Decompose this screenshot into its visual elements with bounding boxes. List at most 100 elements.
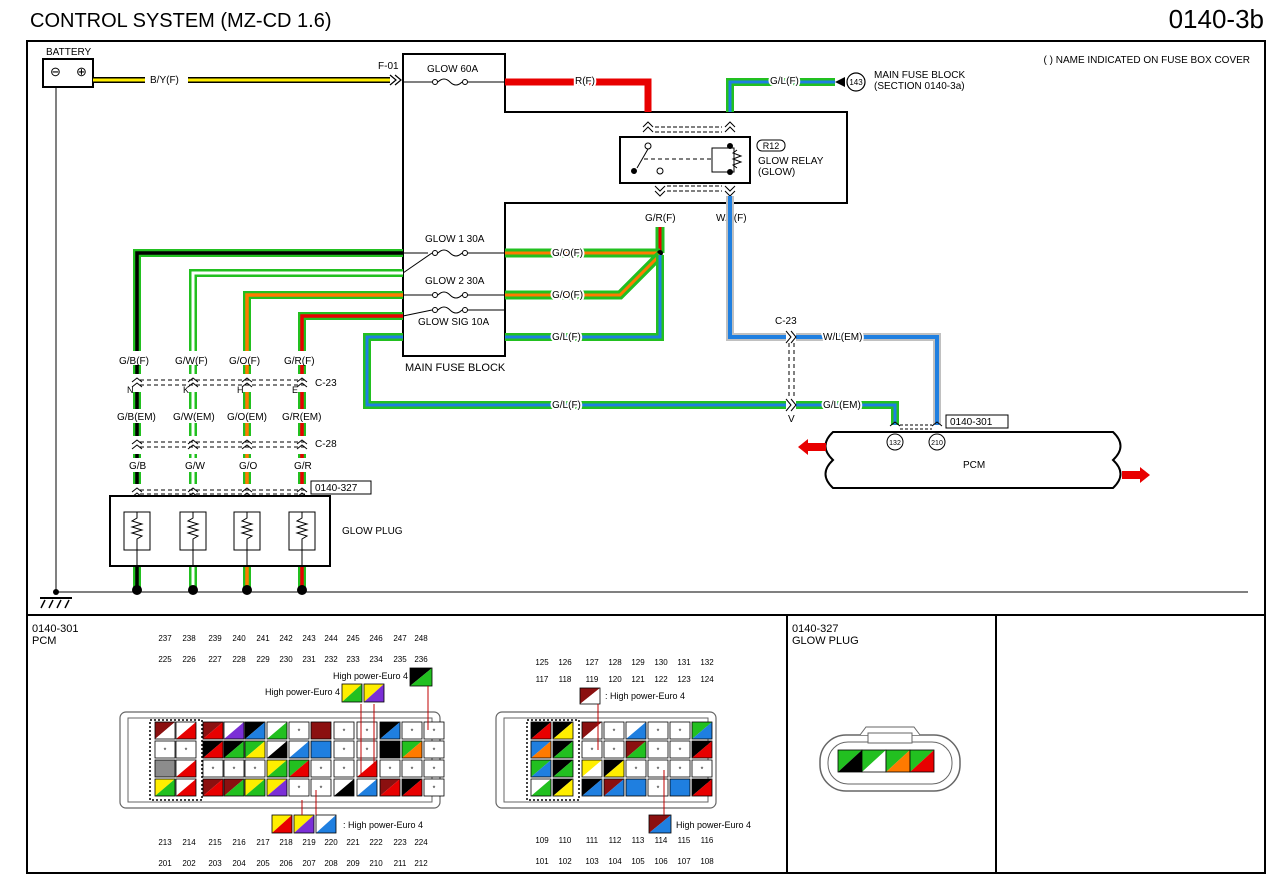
pcm-left-cell-1-6 (288, 740, 310, 759)
battery-neg-icon: ⊖ (50, 64, 61, 79)
glow-wire-label-em-2: G/O(EM) (227, 412, 267, 423)
pin-201: 201 (158, 859, 172, 868)
glow-wire-pin-0: N (127, 385, 134, 395)
pin-221: 221 (346, 838, 360, 847)
pcm-left-cell-3-12 (423, 778, 445, 797)
pin-132: 132 (700, 658, 714, 667)
go-wire-2 (505, 253, 662, 297)
svg-text:210: 210 (931, 440, 943, 447)
pin-241: 241 (256, 634, 270, 643)
hp-tile-e (648, 814, 672, 834)
hp-tile-d3 (315, 814, 337, 834)
pcm-right-cell-2-7 (691, 759, 713, 778)
pin-104: 104 (608, 857, 622, 866)
svg-text:*: * (657, 748, 660, 755)
pin-225: 225 (158, 655, 172, 664)
svg-text:*: * (635, 767, 638, 774)
pin-203: 203 (208, 859, 222, 868)
pcm-left-cell-0-0 (154, 721, 176, 740)
pin-246: 246 (369, 634, 383, 643)
pin-228: 228 (232, 655, 246, 664)
pin-230: 230 (279, 655, 293, 664)
pin-v: V (788, 414, 795, 425)
pcm-right-cell-2-5 (647, 759, 669, 778)
note-hp-euro4-b: High power-Euro 4 : (265, 687, 345, 697)
connector-327-icon (140, 489, 305, 495)
battery-pos-icon: ⊕ (76, 64, 87, 79)
battery-label: BATTERY (46, 47, 92, 58)
pin-125: 125 (535, 658, 549, 667)
main-fuse-ref-line1: MAIN FUSE BLOCK (874, 70, 965, 81)
svg-text:*: * (298, 729, 301, 736)
glow-wire-0 (135, 251, 403, 592)
glow-wire-label-plug-3: G/R (294, 461, 312, 472)
glow-wire-label-f-2: G/O(F) (229, 356, 260, 367)
glow-wire-label-em-1: G/W(EM) (173, 412, 215, 423)
pin-129: 129 (631, 658, 645, 667)
pin-115: 115 (678, 836, 691, 845)
pin-210-icon (928, 433, 946, 451)
pcm-connector-icon (889, 421, 943, 430)
pcm-left-cell-0-11 (401, 721, 423, 740)
pcm-right-cell-1-7 (691, 740, 713, 759)
pcm-left-cell-0-5 (266, 721, 288, 740)
pin-223: 223 (393, 838, 407, 847)
pin-224: 224 (414, 838, 428, 847)
pin-213: 213 (158, 838, 172, 847)
pcm-left-cell-0-4 (244, 721, 266, 740)
wire-gr-f: G/R(F) (645, 213, 676, 224)
pcm-left-cell-1-12 (423, 740, 445, 759)
main-fuse-ref-line2: (SECTION 0140-3a) (874, 81, 965, 92)
pin-124: 124 (700, 675, 714, 684)
pcm-left-cell-2-9 (356, 759, 378, 778)
pin-239: 239 (208, 634, 222, 643)
main-fuse-block-label: MAIN FUSE BLOCK (405, 362, 506, 374)
svg-text:*: * (433, 748, 436, 755)
page-title: CONTROL SYSTEM (MZ-CD 1.6) (30, 10, 332, 32)
connector-ref-301: 0140-301 (950, 417, 993, 428)
pcm-left-cell-0-12 (423, 721, 445, 740)
pcm-left-cell-0-2 (202, 721, 224, 740)
pin-216: 216 (232, 838, 246, 847)
pin-114: 114 (655, 836, 668, 845)
pin-121: 121 (631, 675, 645, 684)
pin-245: 245 (346, 634, 360, 643)
pcm-left-cell-2-1 (175, 759, 197, 778)
pcm-right-cell-0-6 (669, 721, 691, 740)
hp-tile-b2 (363, 683, 385, 703)
pcm-right-cell-0-4 (625, 721, 647, 740)
svg-text:*: * (433, 786, 436, 793)
pcm-left-cell-1-5 (266, 740, 288, 759)
pcm-left-cell-1-2 (202, 740, 224, 759)
glow-wire-label-plug-2: G/O (239, 461, 258, 472)
note-hp-euro4-c: : High power-Euro 4 (605, 691, 685, 701)
svg-text:*: * (389, 767, 392, 774)
svg-text:*: * (657, 786, 660, 793)
glow-wire-label-em-3: G/R(EM) (282, 412, 321, 423)
pcm-left-cell-3-2 (202, 778, 224, 797)
relay-connector-top (642, 121, 736, 133)
pin-105: 105 (631, 857, 645, 866)
pin-204: 204 (232, 859, 246, 868)
pcm-left-cell-0-9 (356, 721, 378, 740)
svg-text:*: * (613, 748, 616, 755)
pcm-right-cell-0-1 (552, 721, 574, 740)
connector-f01: F-01 (378, 61, 399, 72)
svg-text:*: * (366, 748, 369, 755)
svg-text:*: * (298, 786, 301, 793)
pcm-right-cell-3-4 (625, 778, 647, 797)
pcm-right-cell-3-0 (530, 778, 552, 797)
pcm-right-cell-2-1 (552, 759, 574, 778)
pcm-label: PCM (963, 460, 985, 471)
pcm-left-cell-1-10 (379, 740, 401, 759)
pcm-left-cell-1-3 (223, 740, 245, 759)
pcm-left-cell-1-9 (356, 740, 378, 759)
hp-tile-b1 (341, 683, 363, 703)
pin-127: 127 (585, 658, 599, 667)
pin-123: 123 (677, 675, 691, 684)
glow-wire-label-plug-0: G/B (129, 461, 147, 472)
pin-236: 236 (414, 655, 428, 664)
glow-wire-label-em-0: G/B(EM) (117, 412, 156, 423)
glow-wire-pin-2: H (237, 385, 244, 395)
pcm-right-cell-1-3 (603, 740, 625, 759)
